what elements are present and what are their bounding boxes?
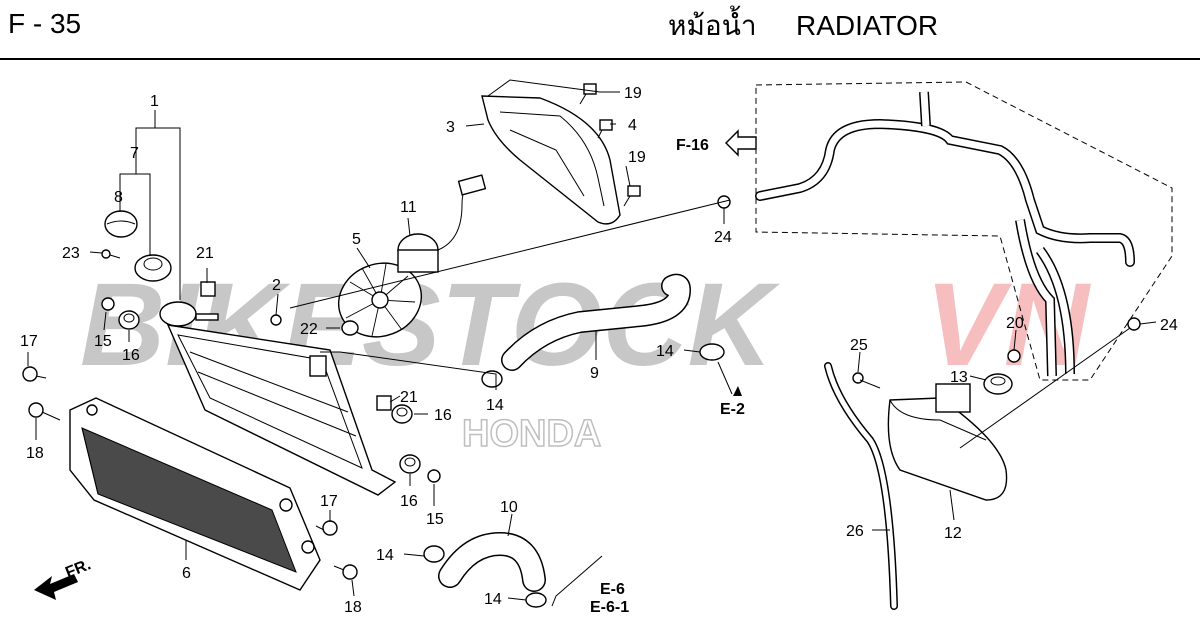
callout-16-lower: 16	[400, 493, 418, 510]
part-radiator-shroud	[69, 397, 321, 591]
ref-f16: F-16	[676, 137, 709, 154]
callout-3: 3	[446, 119, 455, 136]
callout-21-lower: 21	[400, 389, 418, 406]
leader-lines	[27, 79, 1157, 607]
callout-15-lower: 15	[426, 511, 444, 528]
part-reserve-tank-cap	[983, 373, 1013, 395]
arrow-f16	[725, 129, 757, 157]
part-nut-2	[270, 314, 282, 326]
callout-14-a: 14	[486, 397, 504, 414]
callout-7: 7	[130, 145, 139, 162]
part-bolt-4	[597, 119, 613, 139]
part-bolt-18-lower	[333, 564, 358, 580]
callout-4: 4	[628, 117, 637, 134]
reservoir-hose-group-boundary	[755, 81, 1173, 381]
part-cap-seal	[104, 210, 138, 238]
callout-14-c: 14	[376, 547, 394, 564]
part-bolt-17-lower	[315, 520, 338, 536]
callout-12: 12	[944, 525, 962, 542]
part-grommet-21-upper	[200, 281, 216, 297]
callout-18-lower: 18	[344, 599, 362, 616]
callout-14-d: 14	[484, 591, 502, 608]
callout-2: 2	[272, 277, 281, 294]
part-bolt-20	[1007, 349, 1021, 363]
part-grommet-21-lower	[376, 395, 392, 411]
callout-10: 10	[500, 499, 518, 516]
callout-8: 8	[114, 189, 123, 206]
callout-numbers: 1 7 8 23 21 2 5 11 3 4 19 19 24 22 17 15…	[20, 85, 1178, 616]
part-lower-hose	[438, 531, 546, 592]
callout-16-upper: 16	[122, 347, 140, 364]
part-bolt-18-left	[28, 402, 61, 421]
page-title-thai: หม้อน้ำ	[668, 10, 757, 41]
callout-23: 23	[62, 245, 80, 262]
callout-18-left: 18	[26, 445, 44, 462]
part-fan-shroud	[481, 95, 621, 225]
part-bolt-19-side	[623, 185, 641, 207]
ref-e6: E-6	[600, 581, 625, 598]
part-grommet-16-lower	[399, 454, 421, 474]
callout-6: 6	[182, 565, 191, 582]
part-radiator-cap	[134, 254, 172, 282]
part-radiator-assembly	[159, 301, 397, 496]
callout-26: 26	[846, 523, 864, 540]
callout-20: 20	[1006, 315, 1024, 332]
part-hose-clamp-14-d	[525, 592, 547, 608]
ref-e2: E-2	[720, 401, 745, 418]
callout-11: 11	[400, 199, 417, 216]
part-grommet-16-mid	[391, 404, 413, 424]
part-bolt-19-top	[579, 83, 597, 105]
page-title-english: RADIATOR	[796, 10, 939, 41]
part-grommet-16-upper	[118, 310, 140, 330]
watermark-honda: HONDA	[462, 413, 601, 455]
part-bolt-17-left	[22, 366, 47, 382]
header-divider	[0, 58, 1200, 60]
part-collar-15-upper	[101, 297, 115, 311]
callout-13: 13	[950, 369, 968, 386]
part-reservoir-hose-group	[755, 91, 1135, 377]
callout-19-top: 19	[624, 85, 642, 102]
callout-21-upper: 21	[196, 245, 214, 262]
callout-19-side: 19	[628, 149, 646, 166]
callout-17-left: 17	[20, 333, 38, 350]
page-code: F - 35	[8, 8, 82, 39]
part-clip-25	[852, 372, 864, 384]
front-direction-arrow: FR.	[34, 556, 93, 600]
callout-1: 1	[150, 93, 159, 110]
part-cooling-fan	[337, 262, 423, 338]
front-direction-label: FR.	[63, 556, 93, 581]
callout-14-b: 14	[656, 343, 674, 360]
callout-15-upper: 15	[94, 333, 112, 350]
part-overflow-hose	[824, 362, 898, 610]
callout-5: 5	[352, 231, 361, 248]
part-collar-15-lower	[427, 469, 441, 483]
part-screw-23	[101, 249, 121, 259]
ref-e6-1: E-6-1	[590, 599, 629, 616]
callout-16-mid: 16	[434, 407, 452, 424]
callout-24-upper: 24	[714, 229, 732, 246]
part-fan-motor	[397, 174, 487, 273]
part-hose-clamp-14-b	[699, 343, 725, 361]
part-upper-hose	[501, 273, 692, 371]
callout-22: 22	[300, 321, 318, 338]
callout-24-right: 24	[1160, 317, 1178, 334]
part-hose-clamp-14-a	[481, 370, 503, 388]
arrow-e2	[733, 386, 742, 396]
part-hose-clamp-14-c	[423, 545, 445, 563]
part-reserve-tank	[887, 383, 1008, 501]
part-screw-22	[341, 320, 359, 336]
callout-17-lower: 17	[320, 493, 338, 510]
callout-9: 9	[590, 365, 599, 382]
callout-25: 25	[850, 337, 868, 354]
